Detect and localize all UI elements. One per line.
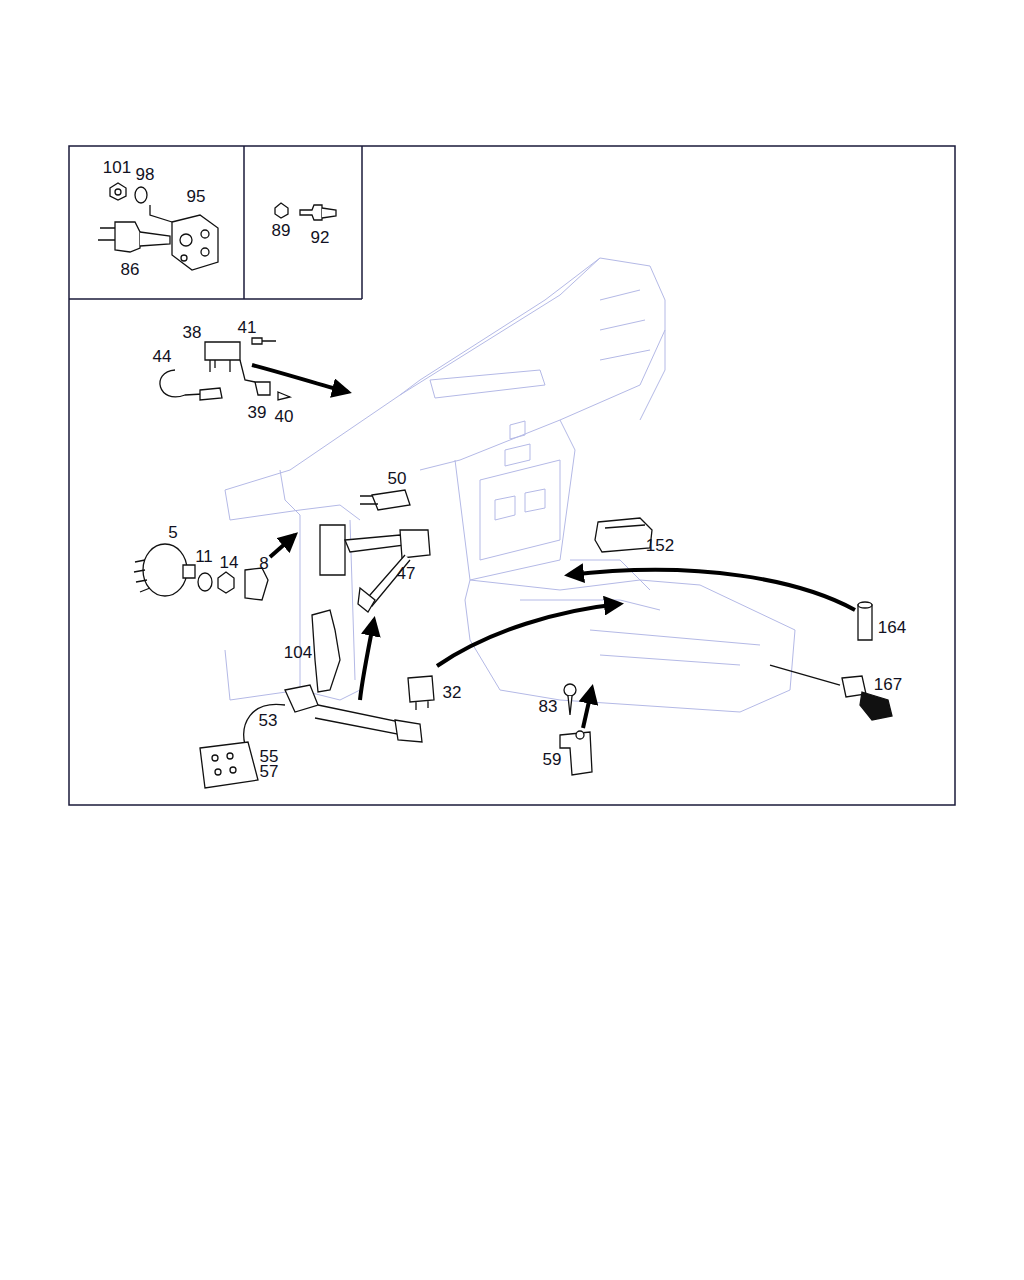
callout-number: 39 bbox=[247, 404, 268, 421]
callout-number: 86 bbox=[120, 261, 141, 278]
callout-number: 8 bbox=[258, 555, 269, 572]
callout-number: 41 bbox=[237, 319, 258, 336]
callout-number: 50 bbox=[387, 470, 408, 487]
callout-number: 14 bbox=[219, 554, 240, 571]
dashboard-outline bbox=[225, 258, 795, 712]
frame bbox=[69, 146, 955, 805]
callout-number: 101 bbox=[102, 159, 132, 176]
callout-number: 59 bbox=[542, 751, 563, 768]
assembly-arrows bbox=[252, 365, 855, 728]
callout-number: 57 bbox=[259, 763, 280, 780]
callout-number: 95 bbox=[186, 188, 207, 205]
callout-number: 89 bbox=[271, 222, 292, 239]
callout-number: 98 bbox=[135, 166, 156, 183]
callout-number: 38 bbox=[182, 324, 203, 341]
callout-number: 167 bbox=[873, 676, 903, 693]
callout-number: 83 bbox=[538, 698, 559, 715]
callout-number: 104 bbox=[283, 644, 313, 661]
callout-number: 11 bbox=[194, 548, 214, 565]
callout-number: 5 bbox=[167, 524, 178, 541]
callout-number: 92 bbox=[310, 229, 331, 246]
callout-number: 152 bbox=[645, 537, 675, 554]
callout-number: 32 bbox=[442, 684, 463, 701]
callout-number: 164 bbox=[877, 619, 907, 636]
callout-number: 44 bbox=[152, 348, 173, 365]
callout-number: 53 bbox=[258, 712, 279, 729]
callout-number: 40 bbox=[274, 408, 295, 425]
callout-number: 47 bbox=[396, 565, 417, 582]
part-sketches bbox=[98, 183, 892, 788]
